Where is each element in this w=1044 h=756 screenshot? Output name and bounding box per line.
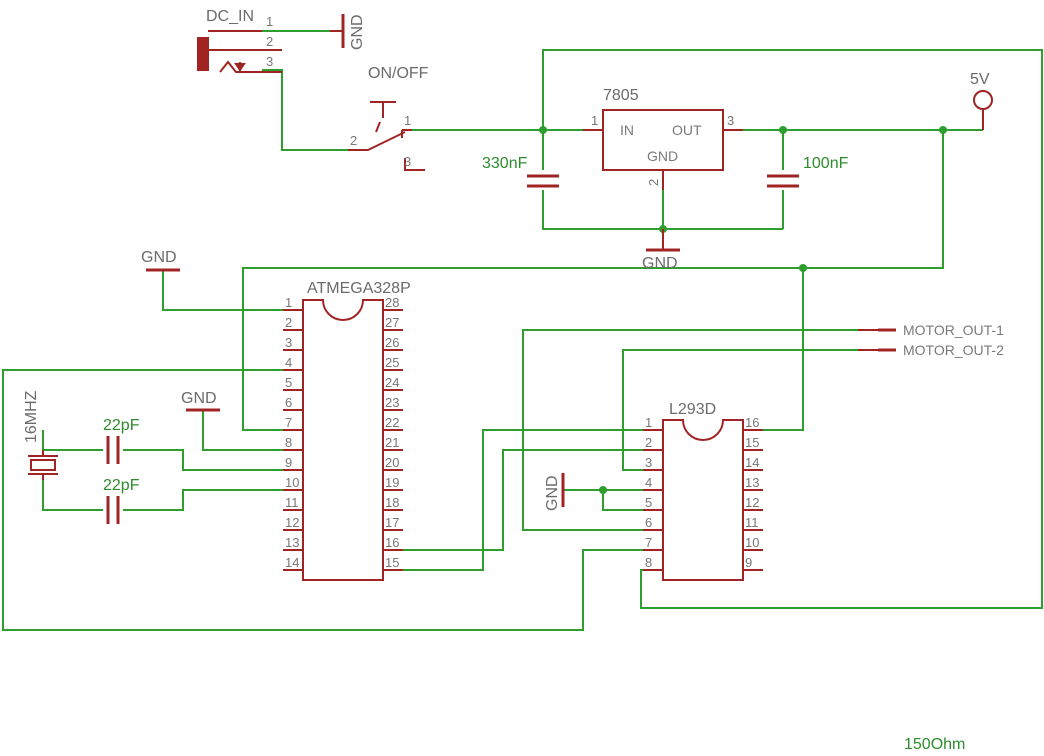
gnd-label-l293: GND bbox=[544, 475, 561, 511]
dc-in-label: DC_IN bbox=[206, 8, 254, 25]
atmega-pin-16: 16 bbox=[385, 535, 399, 550]
switch-pin-2: 2 bbox=[350, 133, 357, 148]
regulator-in-label: IN bbox=[620, 122, 634, 138]
l293-pin-2: 2 bbox=[645, 435, 652, 450]
switch-pin-3: 3 bbox=[404, 154, 411, 169]
capacitor-100nf: 100nF bbox=[767, 155, 849, 188]
atmega-pin-27: 27 bbox=[385, 315, 399, 330]
dc-in-jack: DC_IN 1 2 3 bbox=[197, 8, 282, 73]
l293-pin-9: 9 bbox=[745, 555, 752, 570]
atmega-pin-9: 9 bbox=[285, 455, 292, 470]
motor-out-1: MOTOR_OUT-1 bbox=[858, 322, 1004, 338]
atmega-pin-19: 19 bbox=[385, 475, 399, 490]
atmega-label: ATMEGA328P bbox=[307, 280, 411, 297]
gnd-label-reg: GND bbox=[642, 255, 678, 272]
gnd-symbol-l293: GND bbox=[544, 473, 565, 511]
l293-pin-11: 11 bbox=[745, 515, 759, 530]
l293-pin-14: 14 bbox=[745, 455, 759, 470]
dc-in-pin-3: 3 bbox=[266, 54, 273, 69]
dc-in-pin-1: 1 bbox=[266, 14, 273, 29]
l293-pin-13: 13 bbox=[745, 475, 759, 490]
l293-pin-5: 5 bbox=[645, 495, 652, 510]
atmega-pin-25: 25 bbox=[385, 355, 399, 370]
atmega328p-chip: ATMEGA328P 12345678910111213142827262524… bbox=[283, 280, 411, 581]
motor-out-1-label: MOTOR_OUT-1 bbox=[903, 322, 1004, 338]
l293-pin-8: 8 bbox=[645, 555, 652, 570]
gnd-symbol-mcu: GND bbox=[141, 249, 180, 272]
gnd-label-mcu: GND bbox=[141, 249, 177, 266]
wires bbox=[2, 30, 1043, 631]
atmega-pin-14: 14 bbox=[285, 555, 299, 570]
atmega-pin-18: 18 bbox=[385, 495, 399, 510]
supply-5v: 5V bbox=[970, 71, 993, 130]
atmega-pin-21: 21 bbox=[385, 435, 399, 450]
gnd-label-dc: GND bbox=[349, 14, 366, 50]
crystal-label: 16MHZ bbox=[23, 390, 40, 443]
supply-5v-label: 5V bbox=[970, 71, 990, 88]
atmega-pin-4: 4 bbox=[285, 355, 292, 370]
atmega-pin-15: 15 bbox=[385, 555, 399, 570]
gnd-symbol-xtal: GND bbox=[181, 390, 220, 412]
atmega-pin-26: 26 bbox=[385, 335, 399, 350]
gnd-symbol-dc: GND bbox=[330, 14, 366, 50]
atmega-pin-28: 28 bbox=[385, 295, 399, 310]
atmega-pin-2: 2 bbox=[285, 315, 292, 330]
regulator-pin-2: 2 bbox=[646, 179, 661, 186]
capacitor-22pf-bottom: 22pF bbox=[103, 477, 140, 524]
atmega-pin-22: 22 bbox=[385, 415, 399, 430]
motor-out-2: MOTOR_OUT-2 bbox=[858, 342, 1004, 358]
gnd-symbol-reg: GND bbox=[642, 229, 680, 272]
on-off-switch: ON/OFF 1 2 3 bbox=[348, 65, 429, 171]
gnd-label-xtal: GND bbox=[181, 390, 217, 407]
switch-label: ON/OFF bbox=[368, 65, 429, 82]
l293-pin-15: 15 bbox=[745, 435, 759, 450]
regulator-7805: 7805 IN OUT GND 1 2 3 bbox=[583, 87, 743, 190]
footer-150ohm-label: 150Ohm bbox=[904, 736, 965, 753]
l293-pin-6: 6 bbox=[645, 515, 652, 530]
cap-22pf-a-label: 22pF bbox=[103, 417, 140, 434]
l293-pin-16: 16 bbox=[745, 415, 759, 430]
atmega-pin-8: 8 bbox=[285, 435, 292, 450]
atmega-pin-5: 5 bbox=[285, 375, 292, 390]
l293-pin-4: 4 bbox=[645, 475, 652, 490]
l293-label: L293D bbox=[669, 401, 716, 418]
l293-pin-7: 7 bbox=[645, 535, 652, 550]
atmega-pin-10: 10 bbox=[285, 475, 299, 490]
atmega-pin-6: 6 bbox=[285, 395, 292, 410]
cap-100nf-label: 100nF bbox=[803, 155, 849, 172]
l293-pin-1: 1 bbox=[645, 415, 652, 430]
atmega-pin-17: 17 bbox=[385, 515, 399, 530]
l293-pin-10: 10 bbox=[745, 535, 759, 550]
l293-pin-3: 3 bbox=[645, 455, 652, 470]
cap-330nf-label: 330nF bbox=[482, 155, 528, 172]
atmega-pin-7: 7 bbox=[285, 415, 292, 430]
motor-out-2-label: MOTOR_OUT-2 bbox=[903, 342, 1004, 358]
atmega-pin-20: 20 bbox=[385, 455, 399, 470]
regulator-gnd-label: GND bbox=[647, 148, 678, 164]
switch-pin-1: 1 bbox=[404, 113, 411, 128]
regulator-pin-3: 3 bbox=[727, 113, 734, 128]
atmega-pin-1: 1 bbox=[285, 295, 292, 310]
atmega-pin-11: 11 bbox=[285, 495, 299, 510]
l293-pin-12: 12 bbox=[745, 495, 759, 510]
dc-in-pin-2: 2 bbox=[266, 34, 273, 49]
regulator-label: 7805 bbox=[603, 87, 639, 104]
crystal-16mhz: 16MHZ bbox=[23, 390, 58, 480]
capacitor-330nf: 330nF bbox=[482, 155, 559, 188]
atmega-pin-23: 23 bbox=[385, 395, 399, 410]
capacitor-22pf-top: 22pF bbox=[103, 417, 140, 464]
atmega-pin-3: 3 bbox=[285, 335, 292, 350]
atmega-pin-24: 24 bbox=[385, 375, 399, 390]
regulator-pin-1: 1 bbox=[591, 113, 598, 128]
atmega-pin-13: 13 bbox=[285, 535, 299, 550]
cap-22pf-b-label: 22pF bbox=[103, 477, 140, 494]
regulator-out-label: OUT bbox=[672, 122, 702, 138]
atmega-pin-12: 12 bbox=[285, 515, 299, 530]
